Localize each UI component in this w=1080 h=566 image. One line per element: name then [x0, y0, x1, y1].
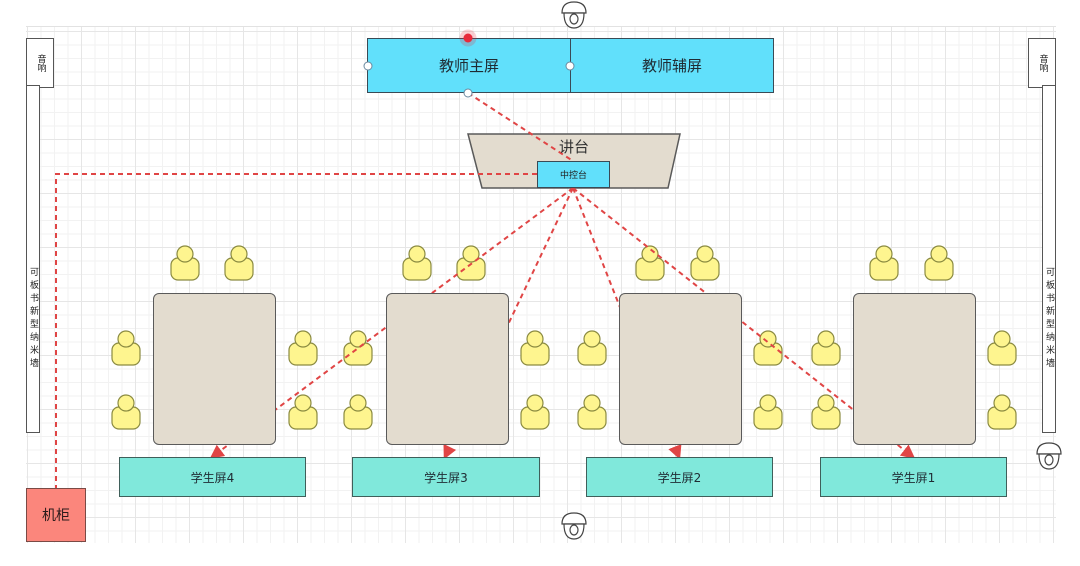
- speaker-left-label: 音响: [35, 54, 46, 72]
- speaker-right-label: 音响: [1037, 54, 1048, 72]
- table-1[interactable]: [153, 293, 276, 445]
- teacher-aux-screen[interactable]: 教师辅屏: [570, 39, 773, 92]
- teacher-aux-screen-label: 教师辅屏: [641, 57, 702, 75]
- speaker-right[interactable]: 音响: [1028, 38, 1056, 88]
- nano-wall-left-label: 可板书新型纳米墙: [28, 267, 38, 371]
- equipment-cabinet-label: 机柜: [42, 508, 70, 524]
- student-screen-2-label: 学生屏2: [657, 470, 702, 485]
- teacher-main-screen[interactable]: 教师主屏: [368, 39, 570, 92]
- student-screen-4[interactable]: 学生屏4: [119, 457, 306, 497]
- connection-handle-left[interactable]: [363, 61, 373, 71]
- table-3[interactable]: [619, 293, 742, 445]
- speaker-left[interactable]: 音响: [26, 38, 54, 88]
- podium-label: 讲台: [558, 138, 589, 156]
- table-2[interactable]: [386, 293, 509, 445]
- student-screen-3-label: 学生屏3: [424, 470, 468, 485]
- student-screen-3[interactable]: 学生屏3: [352, 457, 540, 497]
- connection-handle-bottom[interactable]: [463, 88, 473, 98]
- student-screen-4-label: 学生屏4: [190, 470, 235, 485]
- connection-point-active[interactable]: [463, 33, 473, 43]
- student-screen-1-label: 学生屏1: [891, 470, 936, 485]
- control-console-label: 中控台: [559, 171, 587, 181]
- student-screen-1[interactable]: 学生屏1: [820, 457, 1007, 497]
- nano-wall-right-label: 可板书新型纳米墙: [1044, 267, 1054, 371]
- table-4[interactable]: [853, 293, 976, 445]
- equipment-cabinet[interactable]: 机柜: [26, 488, 86, 542]
- security-camera-icon[interactable]: [561, 1, 587, 29]
- teacher-main-screen-label: 教师主屏: [438, 57, 499, 75]
- control-console[interactable]: 中控台: [537, 161, 610, 188]
- connection-handle-right[interactable]: [565, 61, 575, 71]
- student-screen-2[interactable]: 学生屏2: [586, 457, 773, 497]
- nano-wall-left[interactable]: 可板书新型纳米墙: [26, 85, 40, 433]
- nano-wall-right[interactable]: 可板书新型纳米墙: [1042, 85, 1056, 433]
